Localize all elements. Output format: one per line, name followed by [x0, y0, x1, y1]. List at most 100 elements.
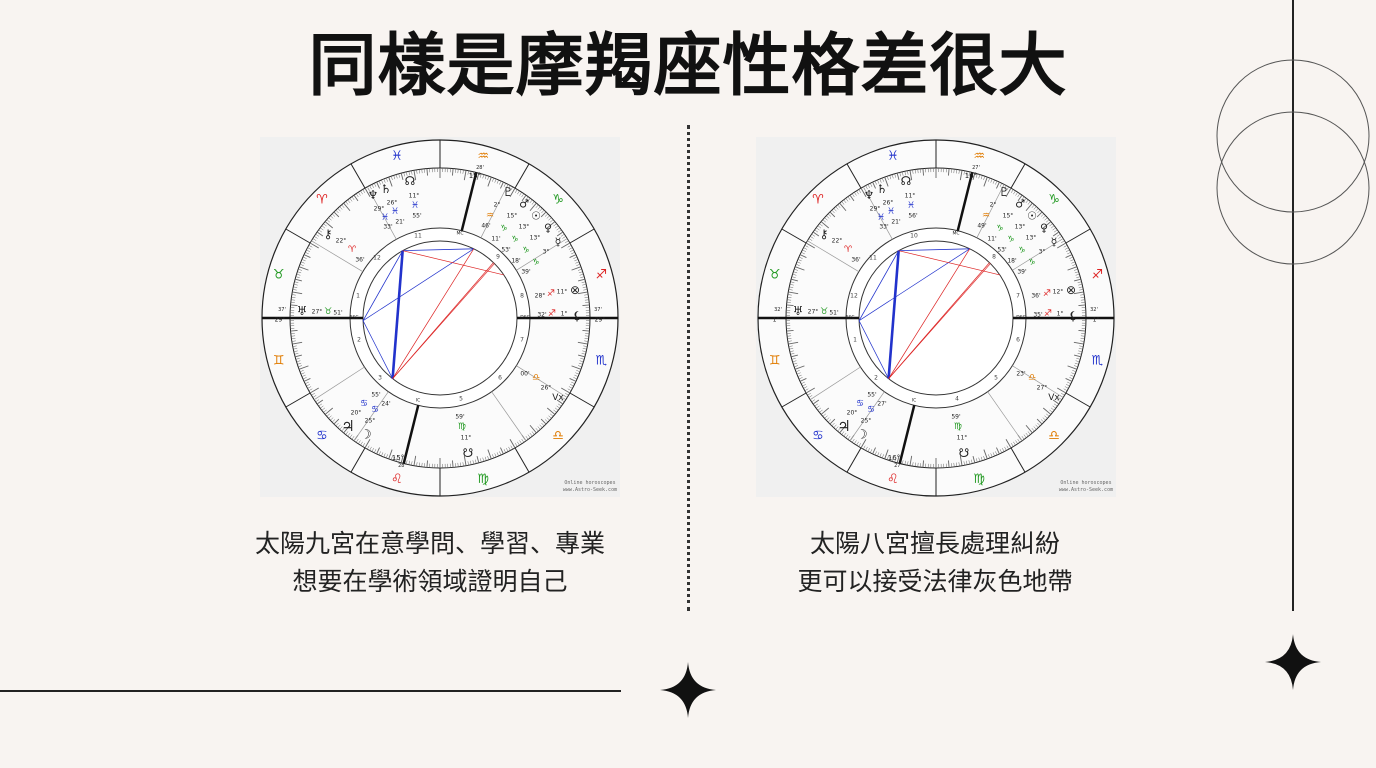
aspect-line [888, 262, 990, 379]
degree-tick [1069, 256, 1074, 259]
chart-label: 20° [847, 410, 858, 417]
degree-tick [521, 194, 527, 202]
degree-tick [562, 236, 566, 239]
degree-tick [305, 252, 309, 255]
aspect-line [402, 248, 474, 252]
degree-tick [575, 261, 580, 264]
chart-label: 27' [877, 401, 887, 408]
degree-tick [318, 229, 323, 233]
chart-label: 36' [851, 257, 861, 264]
degree-tick [544, 419, 549, 423]
degree-tick [843, 432, 847, 437]
degree-tick [860, 187, 867, 197]
degree-tick [561, 387, 571, 394]
degree-tick [525, 196, 529, 201]
degree-tick [300, 372, 305, 375]
chart-label: 26° [541, 385, 552, 392]
degree-tick [554, 407, 559, 411]
degree-tick [787, 296, 792, 298]
degree-tick [539, 208, 543, 212]
degree-tick [980, 175, 983, 180]
degree-tick [494, 178, 497, 183]
dotted-divider [687, 125, 690, 611]
degree-tick [835, 426, 839, 430]
aspect-line [362, 320, 393, 379]
degree-tick [576, 370, 581, 372]
degree-tick [318, 403, 323, 407]
degree-tick [362, 443, 366, 447]
degree-tick [508, 185, 511, 190]
degree-tick [833, 208, 837, 212]
degree-tick [320, 227, 324, 231]
degree-tick [831, 209, 835, 214]
degree-tick [1027, 431, 1031, 435]
degree-tick [519, 192, 522, 196]
degree-tick [577, 291, 588, 295]
degree-tick [1064, 247, 1069, 250]
chart-label: ☉ [531, 210, 541, 223]
degree-tick [847, 435, 851, 440]
degree-tick [582, 348, 587, 350]
degree-tick [470, 460, 472, 465]
chart-label: ♂ [1015, 198, 1025, 211]
degree-tick [829, 211, 836, 218]
degree-tick [990, 453, 993, 458]
house-number: 5 [459, 396, 463, 403]
degree-tick [867, 184, 870, 189]
degree-tick [582, 304, 590, 306]
degree-tick [1069, 377, 1074, 380]
degree-tick [553, 409, 557, 413]
degree-tick [990, 178, 993, 183]
page-title: 同樣是摩羯座性格差很大 [308, 27, 1068, 106]
degree-tick [316, 399, 324, 405]
degree-tick [1058, 397, 1062, 400]
chart-label: 28° [535, 293, 546, 300]
degree-tick [787, 338, 792, 340]
degree-tick [1023, 198, 1027, 202]
sign-divider [285, 228, 311, 244]
degree-tick [381, 452, 384, 457]
aspect-line [392, 250, 404, 379]
degree-tick [326, 219, 330, 223]
degree-tick [519, 440, 522, 444]
degree-tick [889, 456, 892, 461]
degree-tick [358, 440, 361, 444]
chart-label: ♑ [532, 258, 539, 267]
degree-tick [904, 171, 906, 176]
degree-tick [841, 431, 845, 435]
sign-divider [1010, 163, 1026, 189]
degree-tick [894, 458, 896, 463]
degree-tick [1036, 418, 1043, 425]
degree-tick [578, 362, 583, 365]
chart-label: 29° [374, 206, 385, 213]
degree-tick [390, 176, 393, 181]
degree-tick [567, 388, 572, 391]
degree-tick [1017, 438, 1021, 443]
chart-label: ♈ [348, 245, 357, 255]
caption-left: 太陽九宮在意學問、學習、專業 想要在學術領域證明自己 [210, 525, 650, 601]
degree-tick [802, 249, 807, 252]
degree-tick [571, 266, 582, 271]
chart-label: ♍ [954, 422, 962, 432]
degree-tick [854, 192, 857, 196]
chart-label: 1° [1093, 317, 1100, 324]
degree-tick [1004, 185, 1007, 190]
chart-label: 24' [381, 401, 391, 408]
degree-tick [1056, 399, 1061, 403]
degree-tick [801, 381, 805, 384]
degree-tick [1074, 278, 1082, 282]
degree-tick [820, 407, 830, 415]
chart-label: 23' [1016, 371, 1026, 378]
watermark-line-2: www.Astro-Seek.com [1059, 487, 1113, 493]
zodiac-sign-glyph: ♎ [1048, 429, 1060, 444]
chart-label: 18' [511, 258, 521, 265]
degree-tick [296, 360, 301, 363]
degree-tick [1063, 245, 1068, 248]
degree-tick [816, 405, 820, 409]
degree-tick [578, 354, 586, 358]
degree-tick [298, 268, 303, 271]
aspect-line [858, 250, 900, 321]
chart-label: 2° [990, 202, 997, 209]
degree-tick [922, 168, 924, 176]
degree-tick [822, 413, 826, 417]
